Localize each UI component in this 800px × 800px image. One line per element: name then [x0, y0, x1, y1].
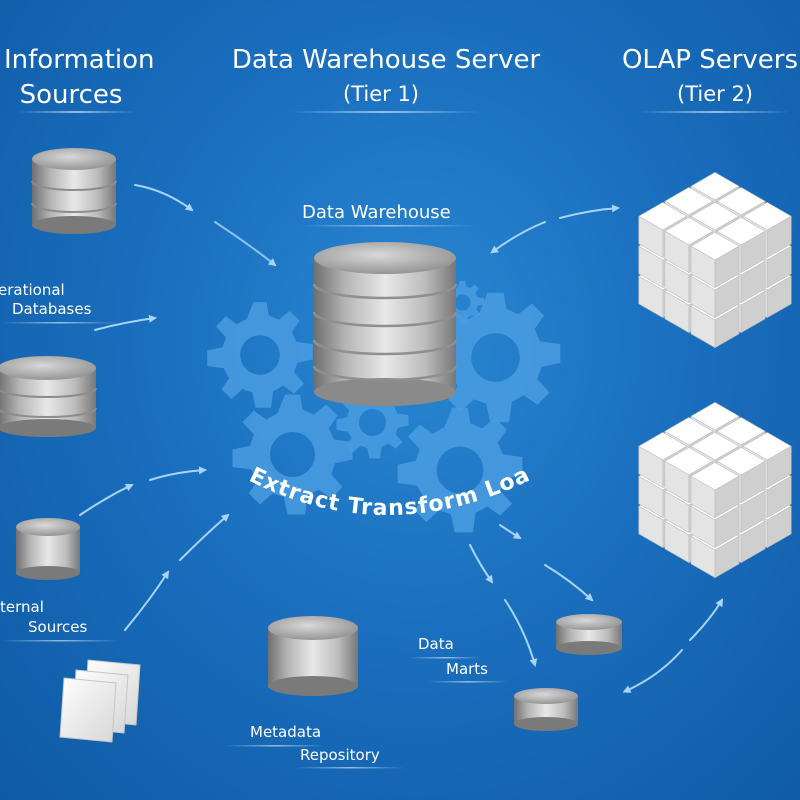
- cube-icon: [638, 402, 792, 579]
- sources-header-underline: [18, 111, 136, 113]
- data-mart-cylinder: [556, 614, 622, 655]
- arrow-icon: [149, 466, 207, 481]
- flow-arrows: [79, 184, 724, 693]
- data-marts-label-line1: Data: [418, 635, 454, 653]
- operational-database-top: [31, 148, 117, 234]
- label-underline: [410, 657, 480, 659]
- gear-icon: [207, 302, 313, 408]
- metadata-label-line1: Metadata: [250, 723, 322, 741]
- metadata-label-line2: Repository: [300, 746, 380, 764]
- document-stack-icon: [59, 659, 141, 743]
- arrow-icon: [134, 184, 194, 212]
- data-marts-label-line2: Marts: [446, 660, 488, 678]
- external-label-line1: ternal: [0, 598, 44, 616]
- olap-header-tier: (Tier 2): [677, 82, 753, 106]
- external-label-line2: Sources: [28, 618, 88, 636]
- arrow-icon: [544, 564, 594, 602]
- label-underline: [0, 322, 120, 324]
- external-source-cylinder: [16, 518, 80, 580]
- arrow-icon: [94, 314, 157, 331]
- sources-header-line2: Sources: [19, 80, 123, 110]
- arrow-icon: [490, 221, 546, 254]
- data-mart-cylinder: [514, 688, 578, 731]
- warehouse-header-underline: [290, 111, 480, 113]
- arrow-icon: [469, 544, 494, 584]
- cube-icon: [638, 172, 792, 349]
- arrow-icon: [124, 570, 170, 631]
- arrow-icon: [499, 524, 522, 540]
- sources-header-line1: Information: [4, 45, 155, 75]
- metadata-repository-cylinder: [268, 616, 358, 696]
- arrow-icon: [689, 598, 724, 641]
- database-cylinder-icon: [312, 242, 458, 406]
- arrow-icon: [622, 649, 683, 693]
- olap-header-title: OLAP Servers: [621, 45, 799, 75]
- label-underline: [225, 745, 325, 747]
- warehouse-header-title: Data Warehouse Server: [231, 45, 541, 75]
- arrow-icon: [504, 599, 538, 667]
- label-underline: [0, 640, 120, 642]
- arrow-icon: [559, 204, 620, 219]
- arrow-icon: [214, 221, 277, 267]
- data-warehouse-label: Data Warehouse: [302, 202, 451, 223]
- operational-label-line2: Databases: [12, 300, 92, 318]
- label-underline: [295, 767, 405, 769]
- operational-label-line1: erational: [0, 281, 65, 299]
- operational-database-bottom: [0, 356, 97, 437]
- label-underline: [300, 225, 475, 227]
- arrow-icon: [79, 483, 134, 516]
- label-underline: [428, 681, 508, 683]
- arrow-icon: [179, 513, 230, 561]
- warehouse-header-tier: (Tier 1): [343, 82, 419, 106]
- olap-header-underline: [640, 111, 790, 113]
